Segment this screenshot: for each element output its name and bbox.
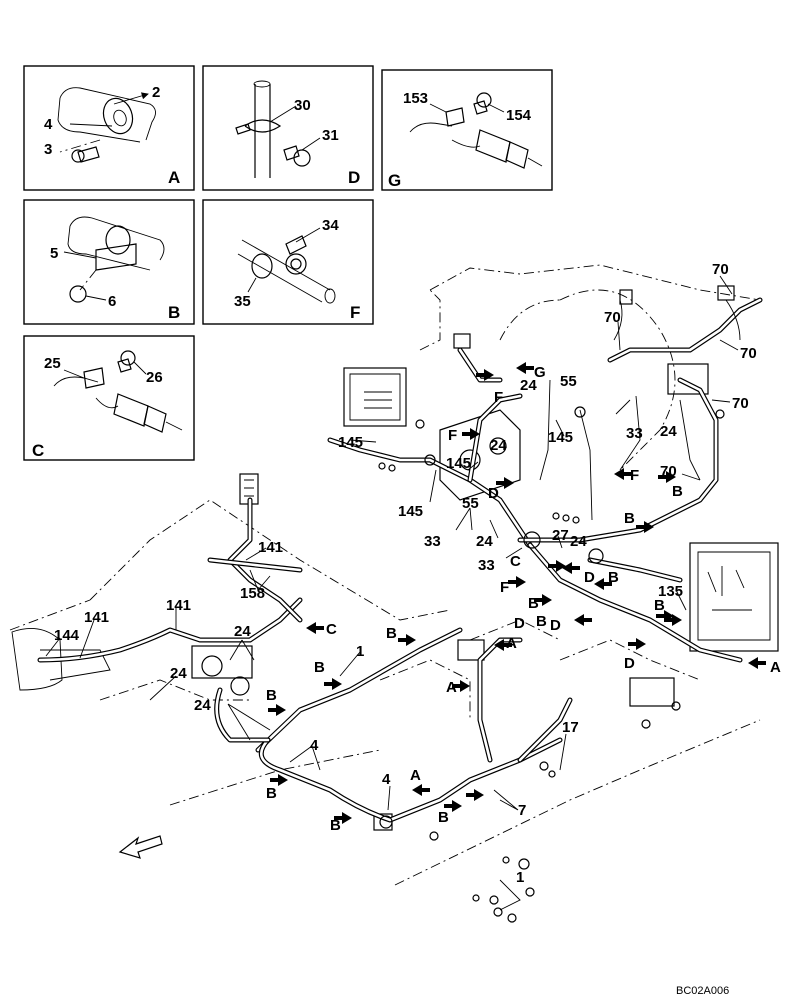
detail-panel-d: 30 31 D (202, 65, 374, 191)
part-label-5: 5 (50, 245, 58, 262)
part-label-6: 6 (108, 293, 116, 310)
view-letter-c: C (510, 553, 521, 570)
part-label-27: 27 (552, 527, 569, 544)
part-label-158: 158 (240, 585, 265, 602)
part-label-7: 7 (518, 802, 526, 819)
view-letter-d: D (624, 655, 635, 672)
part-label-31: 31 (322, 127, 339, 144)
view-letter-d: D (488, 485, 499, 502)
part-label-55: 55 (462, 495, 479, 512)
view-letter-f: F (630, 467, 639, 484)
part-label-145: 145 (338, 434, 363, 451)
part-label-70: 70 (740, 345, 757, 362)
part-label-135: 135 (658, 583, 683, 600)
view-letter-b: B (654, 597, 665, 614)
part-label-141: 141 (84, 609, 109, 626)
detail-panel-f: 34 35 F (202, 199, 374, 325)
view-letter-f: F (494, 389, 503, 406)
view-letter-f: F (500, 579, 509, 596)
view-letter-c: C (326, 621, 337, 638)
view-letter-d: D (514, 615, 525, 632)
view-arrows (268, 362, 766, 824)
part-label-33: 33 (626, 425, 643, 442)
part-label-70: 70 (604, 309, 621, 326)
view-letter-b: B (608, 569, 619, 586)
view-letter-b: B (330, 817, 341, 834)
front-direction-arrow (118, 835, 163, 859)
part-label-30: 30 (294, 97, 311, 114)
part-label-154: 154 (506, 107, 532, 124)
detail-panel-c: 25 26 C (23, 335, 195, 461)
view-letter-d: D (550, 617, 561, 634)
part-label-4: 4 (310, 737, 319, 754)
part-label-24: 24 (194, 697, 211, 714)
detail-panel-a: 2 4 3 A (23, 65, 195, 191)
part-label-145: 145 (548, 429, 573, 446)
part-label-24: 24 (570, 533, 587, 550)
part-label-4: 4 (44, 116, 53, 133)
part-callouts: 70 70 70 70 70 24 33 145 145 145 145 24 … (45, 261, 757, 886)
part-label-4: 4 (382, 771, 391, 788)
harness-routes (37, 297, 763, 911)
view-letter-b: B (266, 687, 277, 704)
view-letters: G F F F D B B C F D B B D B D B D A A A … (266, 364, 781, 834)
part-label-70: 70 (712, 261, 729, 278)
view-letter-b: B (624, 510, 635, 527)
view-letter-a: A (410, 767, 421, 784)
detail-panel-g: 153 154 G (381, 69, 553, 191)
drawing-id: BC02A006 (676, 985, 729, 997)
part-label-26: 26 (146, 369, 163, 386)
part-label-70: 70 (732, 395, 749, 412)
part-label-144: 144 (54, 627, 80, 644)
view-letter-b: B (314, 659, 325, 676)
part-label-35: 35 (234, 293, 251, 310)
part-label-1: 1 (516, 869, 524, 886)
view-letter-b: B (536, 613, 547, 630)
panel-letter-d: D (348, 168, 360, 187)
panel-letter-a: A (168, 168, 180, 187)
part-label-145: 145 (398, 503, 423, 520)
part-label-25: 25 (44, 355, 61, 372)
view-letter-a: A (446, 679, 457, 696)
part-label-141: 141 (258, 539, 283, 556)
part-label-34: 34 (322, 217, 339, 234)
part-label-141: 141 (166, 597, 191, 614)
part-label-70: 70 (660, 463, 677, 480)
view-letter-g: G (534, 364, 546, 381)
part-label-145: 145 (446, 455, 471, 472)
view-letter-b: B (528, 595, 539, 612)
part-label-17: 17 (562, 719, 579, 736)
part-label-33: 33 (478, 557, 495, 574)
part-label-24: 24 (490, 437, 507, 454)
part-label-24: 24 (660, 423, 677, 440)
panel-letter-f: F (350, 303, 360, 322)
view-letter-a: A (770, 659, 781, 676)
part-label-3: 3 (44, 141, 52, 158)
part-label-24: 24 (520, 377, 537, 394)
panel-letter-c: C (32, 441, 44, 460)
part-label-24: 24 (234, 623, 251, 640)
view-letter-d: D (584, 569, 595, 586)
view-letter-b: B (438, 809, 449, 826)
panel-letter-g: G (388, 171, 401, 190)
part-label-2: 2 (152, 84, 160, 101)
part-label-33: 33 (424, 533, 441, 550)
panel-letter-b: B (168, 303, 180, 322)
part-label-24: 24 (476, 533, 493, 550)
view-letter-b: B (672, 483, 683, 500)
view-letter-b: B (386, 625, 397, 642)
part-label-55: 55 (560, 373, 577, 390)
hardware-parts (378, 409, 725, 923)
view-letter-f: F (448, 427, 457, 444)
view-letter-b: B (266, 785, 277, 802)
detail-panel-b: 5 6 B (23, 199, 195, 325)
part-label-1: 1 (356, 643, 364, 660)
part-label-153: 153 (403, 90, 428, 107)
part-label-24: 24 (170, 665, 187, 682)
view-letter-a: A (506, 635, 517, 652)
